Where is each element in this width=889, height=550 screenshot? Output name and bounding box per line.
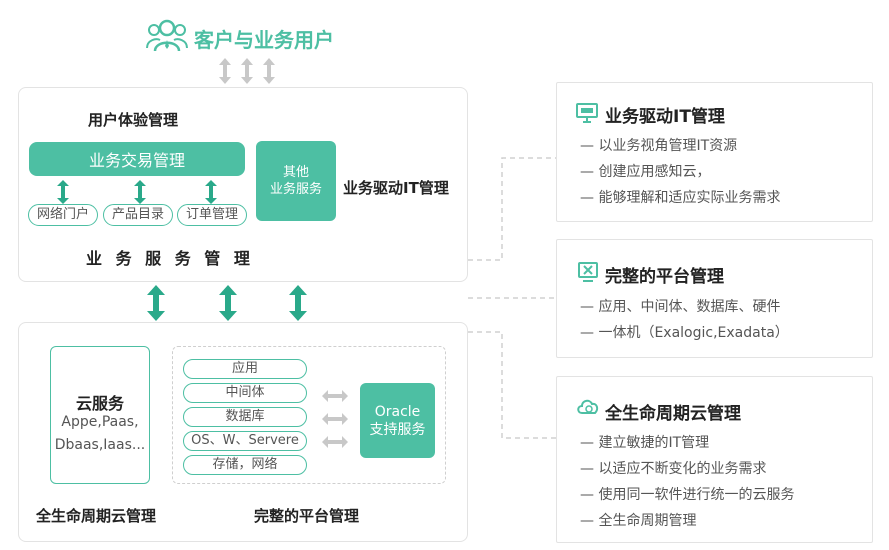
side-title-platform: 完整的平台管理 bbox=[605, 267, 724, 287]
other-services-label: 其他 业务服务 bbox=[269, 165, 322, 197]
stack-middleware: 中间体 bbox=[183, 383, 307, 403]
side-panel-platform bbox=[556, 239, 873, 358]
top-arrows bbox=[217, 58, 277, 84]
oracle-support-label: Oracle 支持服务 bbox=[369, 403, 426, 438]
stack-arrows bbox=[322, 390, 348, 450]
stack-app: 应用 bbox=[183, 359, 307, 379]
pill-catalog: 产品目录 bbox=[103, 204, 173, 226]
pill-orders: 订单管理 bbox=[177, 204, 247, 226]
middle-arrows bbox=[146, 285, 312, 321]
transaction-bar: 业务交易管理 bbox=[29, 142, 245, 176]
stack-database: 数据库 bbox=[183, 407, 307, 427]
side-item: — 以适应不断变化的业务需求 bbox=[580, 461, 767, 477]
top-title: 客户与业务用户 bbox=[194, 28, 334, 52]
side-item: — 以业务视角管理IT资源 bbox=[580, 138, 738, 154]
side-item: — 应用、中间体、数据库、硬件 bbox=[580, 299, 781, 315]
side-panel-lifecycle bbox=[556, 376, 873, 543]
stack-storage: 存储，网络 bbox=[183, 455, 307, 475]
cloud-gear-icon bbox=[576, 396, 600, 416]
screen-x-icon bbox=[578, 262, 598, 282]
lifecycle-label: 全生命周期云管理 bbox=[36, 507, 157, 525]
cloud-services-line-2: Dbaas,Iaas... bbox=[54, 437, 146, 453]
platform-dashed-box bbox=[172, 346, 446, 484]
other-services-box: 其他 业务服务 bbox=[256, 141, 336, 221]
dashed-connectors bbox=[466, 150, 558, 450]
cloud-services-line-1: Appe,Paas, bbox=[61, 414, 139, 430]
side-item: — 使用同一软件进行统一的云服务 bbox=[580, 487, 795, 503]
side-item: — 一体机（Exalogic,Exadata） bbox=[580, 325, 789, 341]
side-item: — 创建应用感知云， bbox=[580, 164, 711, 180]
biz-it-label: 业务驱动IT管理 bbox=[343, 179, 449, 197]
platform-label: 完整的平台管理 bbox=[254, 507, 360, 525]
side-panel-biz-it bbox=[556, 82, 873, 222]
service-mgmt-label: 业 务 服 务 管 理 bbox=[86, 249, 254, 268]
ux-label: 用户体验管理 bbox=[88, 111, 179, 129]
cloud-services-box bbox=[50, 346, 150, 484]
side-item: — 全生命周期管理 bbox=[580, 513, 697, 529]
cloud-services-title: 云服务 bbox=[75, 394, 124, 413]
side-title-lifecycle: 全生命周期云管理 bbox=[605, 404, 741, 424]
monitor-icon bbox=[576, 103, 598, 123]
upper-panel bbox=[18, 87, 468, 282]
users-icon bbox=[146, 18, 188, 54]
side-item: — 能够理解和适应实际业务需求 bbox=[580, 190, 781, 206]
side-item: — 建立敏捷的IT管理 bbox=[580, 435, 710, 451]
pill-portal: 网络门户 bbox=[28, 204, 98, 226]
pill-arrows bbox=[56, 180, 226, 204]
side-title-biz-it: 业务驱动IT管理 bbox=[605, 107, 725, 127]
stack-os: OS、W、Servere bbox=[183, 431, 307, 451]
oracle-support-box: Oracle 支持服务 bbox=[360, 383, 435, 458]
